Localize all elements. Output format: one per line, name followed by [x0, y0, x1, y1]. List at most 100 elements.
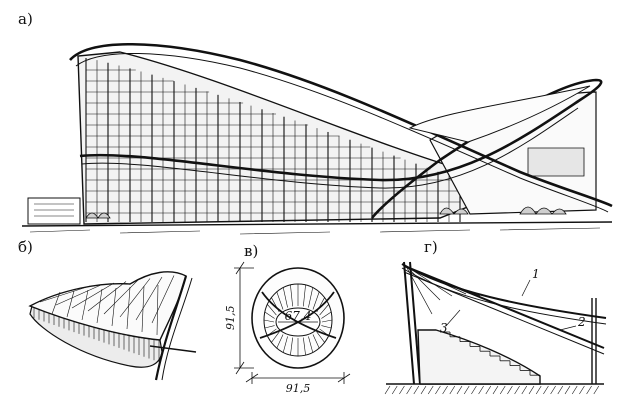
plan-seating-ray	[303, 284, 306, 307]
ground-hatch-line	[391, 385, 398, 395]
ground-hatch-line	[449, 385, 456, 395]
section-left-support	[403, 261, 421, 385]
callout-2: 2	[577, 315, 586, 329]
shell-roof	[408, 85, 591, 143]
plan-seating-ray	[290, 337, 293, 356]
panel-v-label: в)	[244, 242, 258, 260]
plan-seating-ray	[312, 291, 320, 310]
ground-hatch-line	[485, 385, 492, 395]
shell-arch-rib-2	[161, 277, 193, 381]
ground-hatch-line	[550, 385, 556, 395]
shell-boom	[149, 345, 197, 353]
section-fan-cables	[405, 265, 481, 315]
dim-width-line	[245, 372, 351, 384]
ground-hatch-line	[593, 385, 600, 395]
ground-line	[21, 221, 613, 227]
plan-seating-ray	[316, 331, 325, 343]
panel-a-label: а)	[18, 10, 33, 28]
section-main-arch-2	[403, 271, 605, 355]
dim-width-value: 91,5	[286, 382, 311, 395]
ground-hatch-line	[456, 385, 463, 395]
shell-net-cable	[151, 275, 175, 324]
shell-net-cable	[66, 290, 75, 318]
plan-seating-rays	[263, 284, 333, 356]
ground-hatch-line	[507, 385, 513, 395]
ground-hatching	[29, 227, 601, 235]
plan-seating-ray	[303, 337, 306, 356]
ground-hatch-line	[571, 385, 578, 395]
plan-seating-ray	[264, 325, 275, 329]
annex-building	[27, 197, 81, 225]
facade-window-grid	[85, 58, 461, 222]
shell-net-cable	[81, 289, 89, 321]
callout-1-leader	[521, 279, 531, 297]
panel-v: в) 67,4 91,5 91,5	[224, 242, 351, 395]
section-roof-cable	[401, 263, 607, 319]
section-right-wall	[591, 298, 597, 384]
section-tier-steps	[440, 331, 541, 380]
ground-hatch-line	[478, 385, 484, 395]
shell-net-cable	[87, 281, 127, 312]
ground-hatch-line	[586, 385, 592, 395]
ground-hatch-line	[420, 385, 427, 395]
ground-hatch-line	[492, 385, 499, 395]
ground-hatch-line	[521, 385, 528, 395]
shell-net-cable	[111, 287, 117, 327]
roof-arch-lower	[79, 78, 603, 219]
ground-hatch-line	[384, 385, 391, 395]
plan-seating-ray	[282, 287, 288, 308]
ground-hatch-line	[543, 385, 549, 395]
shell-net-cable	[96, 288, 103, 324]
callout-2-leader	[559, 325, 577, 331]
shell-net-cable	[126, 286, 131, 330]
dim-inner-value: 67,4	[285, 309, 312, 323]
annex-details	[34, 203, 74, 217]
shell-net-cable	[141, 285, 145, 333]
plan-seating-ray	[308, 287, 314, 308]
panel-b-label: б)	[18, 238, 33, 256]
panel-a: а)	[18, 10, 613, 235]
ground-hatch-line	[463, 385, 470, 395]
callout-3-leader	[445, 309, 461, 327]
plan-arch-right	[259, 291, 335, 339]
dim-height-line	[234, 261, 254, 375]
shell-cable-net	[39, 275, 175, 336]
plan-seating-ray	[308, 336, 314, 353]
shell-net-cable	[39, 285, 91, 303]
ground-hatch-line	[564, 385, 571, 395]
plan-seating-ray	[290, 284, 293, 307]
callout-3: 3	[440, 321, 448, 335]
plan-seating-ray	[276, 334, 284, 349]
roof-arch-upper	[69, 42, 613, 208]
ground-hatch-line	[399, 385, 405, 395]
panel-g-label: г)	[424, 238, 438, 256]
ground-hatch-line	[514, 385, 520, 395]
ground-hatch-line	[499, 385, 506, 395]
section-ground-hatching	[384, 385, 600, 395]
shell-net-cable	[55, 284, 103, 306]
roof-arch-lower-inner	[81, 107, 579, 189]
plan-seating-ray	[321, 319, 333, 323]
plan-seating-ray	[321, 311, 332, 319]
shell-net-cable	[119, 278, 151, 318]
shell-net-cable	[103, 279, 139, 315]
plan-seating-ray	[282, 336, 288, 353]
plan-seating-ray	[267, 304, 277, 316]
plan-arch-left	[261, 291, 337, 339]
section-seating-tiers	[417, 329, 541, 385]
plan-seating-ray	[264, 311, 275, 319]
panel-b: б)	[18, 238, 197, 381]
ground-hatch-line	[471, 385, 477, 395]
ground-hatch-line	[557, 385, 564, 395]
plan-seating-ray	[271, 331, 280, 343]
ground-hatch-line	[413, 385, 420, 395]
plan-seating-ray	[319, 304, 329, 316]
roof-arch-upper-inner	[75, 53, 609, 213]
section-main-arch	[403, 265, 605, 349]
ground-hatch-line	[535, 385, 542, 395]
shell-net-cable	[51, 291, 61, 315]
ground-hatch-line	[427, 385, 434, 395]
plan-seating-ray	[312, 334, 320, 349]
ground-hatch-line	[435, 385, 441, 395]
